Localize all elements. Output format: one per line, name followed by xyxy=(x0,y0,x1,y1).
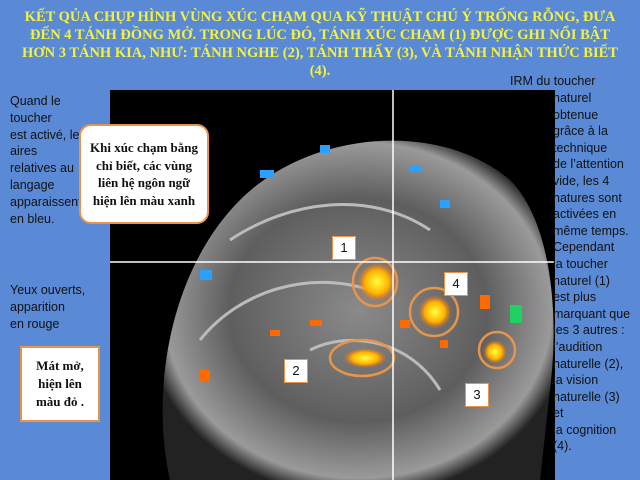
left-note-blue: Quand le toucher est activé, les aires r… xyxy=(10,94,86,226)
highlight-circles xyxy=(328,256,517,378)
brain-silhouette xyxy=(162,140,554,480)
label-4: 4 xyxy=(444,272,468,296)
activation-spots-blue xyxy=(200,145,522,323)
label-2: 2 xyxy=(284,359,308,383)
callout-blue-regions: Khi xúc chạm bằng chỉ biết, các vùng liê… xyxy=(79,124,209,224)
mri-brain-image xyxy=(110,90,555,480)
right-heading: IRM du toucher xyxy=(510,74,596,88)
label-3: 3 xyxy=(465,383,489,407)
left-note-red: Yeux ouverts, apparition en rouge xyxy=(10,283,86,331)
activation-spots-red xyxy=(200,295,490,382)
mri-scan xyxy=(110,90,555,480)
callout-blue-text: Khi xúc chạm bằng chỉ biết, các vùng liê… xyxy=(90,140,198,208)
callout-red-regions: Mát mở, hiện lên màu đỏ . xyxy=(20,346,100,422)
label-1: 1 xyxy=(332,236,356,260)
slide-title: KẾT QỦA CHỤP HÌNH VÙNG XÚC CHẠM QUA KỸ T… xyxy=(22,9,618,79)
callout-red-text: Mát mở, hiện lên màu đỏ . xyxy=(35,358,85,409)
right-note: naturel obtenue grâce à la technique de … xyxy=(553,91,631,454)
